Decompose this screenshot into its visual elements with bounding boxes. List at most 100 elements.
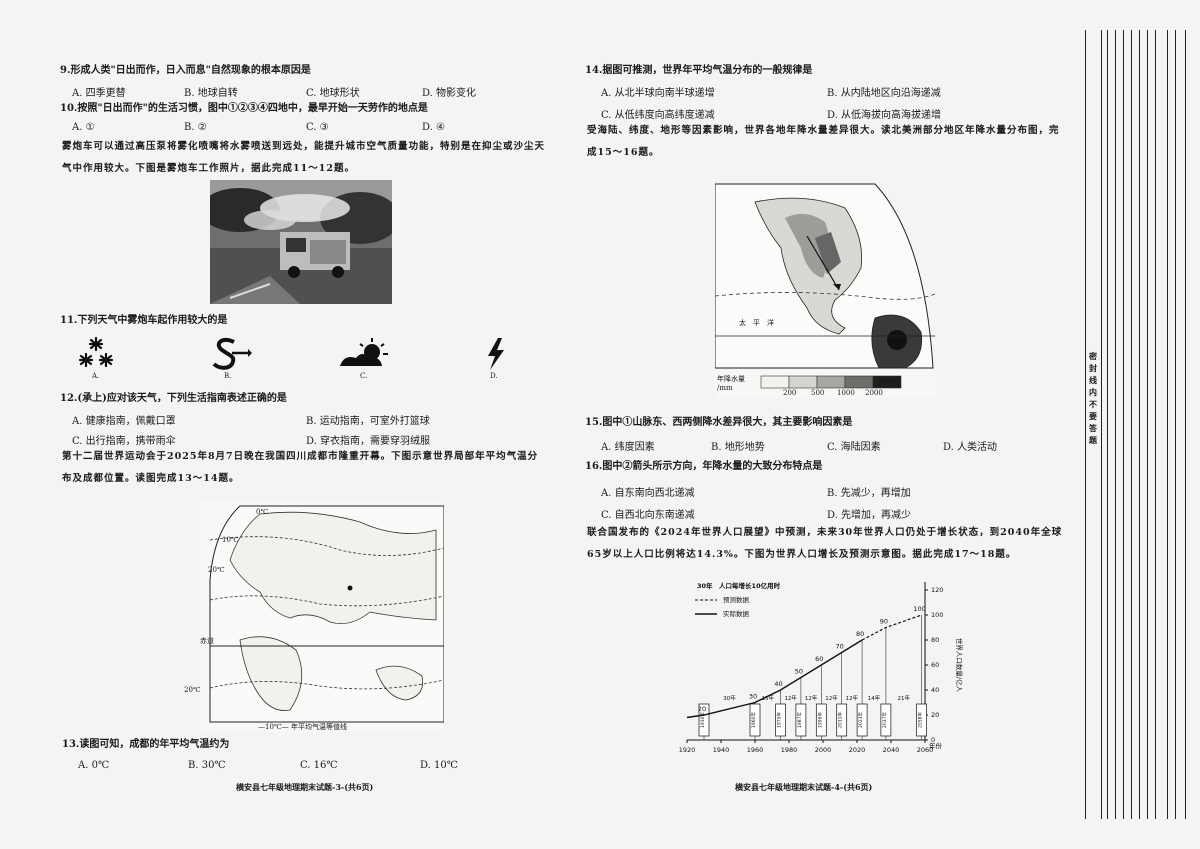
year-box [749, 703, 761, 737]
isotherm-10-label: 10℃ [222, 536, 239, 544]
gap-label: 12年 [825, 694, 838, 702]
year-box [795, 703, 807, 737]
option-b: B. 先减少，再增加 [827, 488, 911, 499]
question-10: 10.按照"日出而作"的生活习惯，图中①②③④四地中，最早开始一天劳作的地点是 [60, 103, 428, 114]
x-tick-label: 2020 [849, 746, 866, 754]
year-box-label: 1987年 [796, 712, 803, 728]
gap-label: 14年 [868, 694, 881, 702]
gap-label: 21年 [898, 694, 911, 702]
year-box-label: 2058年 [917, 712, 924, 728]
legend-actual: 实际数据 [723, 609, 750, 618]
option-c: C. 从低纬度向高纬度递减 [601, 110, 715, 121]
intro-17-18: 联合国发布的《2024年世界人口展望》中预测，未来30年世界人口仍处于增长状态，… [587, 527, 1063, 560]
option-d-weather: D. [480, 336, 510, 386]
option-a-weather: A. [76, 336, 116, 386]
point-label: 50 [795, 668, 803, 676]
snow-icon [78, 336, 114, 368]
point-label: 60 [815, 655, 823, 663]
option-d: D. ④ [422, 122, 445, 133]
option-b-weather: B. [208, 336, 252, 386]
legend-tick-500: 500 [811, 389, 825, 397]
legend-tick-1000: 1000 [837, 389, 855, 397]
binding-line [1155, 30, 1156, 819]
year-box [815, 703, 827, 737]
gap-label: 12年 [805, 694, 818, 702]
y-tick-label: 100 [931, 611, 943, 619]
isotherm-0-label: 0℃ [256, 508, 269, 516]
option-c: C. 地球形状 [306, 88, 360, 99]
legend-tick-200: 200 [783, 389, 797, 397]
option-a: A. 自东南向西北递减 [601, 488, 695, 499]
option-a-label: A. [92, 372, 100, 380]
binding-line [1101, 30, 1102, 819]
y-tick-label: 80 [931, 636, 939, 644]
point-label: 80 [856, 630, 864, 638]
x-tick-label: 2060 [917, 746, 934, 754]
binding-line [1139, 30, 1140, 819]
left-page: 9.形成人类"日出而作，日入而息"自然现象的根本原因是 A. 四季更替 B. 地… [0, 0, 560, 849]
option-a: A. 健康指南，佩戴口罩 [72, 416, 176, 427]
legend-unit: /mm [717, 384, 733, 392]
chart-title: 30年 人口每增长10亿用时 [697, 581, 781, 590]
actual-series-line [686, 639, 863, 719]
option-c-weather: C. [336, 336, 392, 386]
year-box-label: 2023年 [857, 712, 864, 728]
year-box-label: 1999年 [816, 712, 823, 728]
point-label: 20 [698, 705, 706, 713]
point-label: 30 [749, 693, 757, 701]
binding-line [1085, 30, 1086, 819]
option-d: D. 先增加，再减少 [827, 510, 912, 521]
question-11: 11.下列天气中雾炮车起作用较大的是 [60, 315, 228, 326]
legend-tick-2000: 2000 [865, 389, 883, 397]
y-tick-label: 60 [931, 661, 939, 669]
year-box [880, 703, 892, 737]
option-b: B. 地形地势 [711, 442, 765, 453]
binding-notice: 密封线内不要答题 [1089, 350, 1099, 446]
option-c: C. ③ [306, 122, 329, 133]
option-b: B. 30℃ [188, 760, 226, 771]
x-axis-label: 年份 [929, 741, 943, 750]
isotherm-20-south-label: 20℃ [184, 686, 201, 694]
binding-line [1123, 30, 1124, 819]
x-tick-label: 1940 [713, 746, 730, 754]
year-box [856, 703, 868, 737]
question-13: 13.读图可知，成都的年平均气温约为 [62, 739, 230, 750]
point-label: 100 [913, 605, 925, 613]
year-box-label: 1975年 [776, 712, 783, 728]
precipitation-map: 太 平 洋 年降水量 /mm 200 500 1000 2000 [714, 178, 936, 398]
question-9: 9.形成人类"日出而作，日入而息"自然现象的根本原因是 [60, 65, 311, 76]
option-a: A. 四季更替 [72, 88, 126, 99]
option-b: B. 从内陆地区向沿海递减 [827, 88, 941, 99]
option-a: A. 从北半球向南半球递增 [601, 88, 715, 99]
year-box [698, 703, 710, 737]
binding-line [1175, 30, 1176, 819]
option-b: B. ② [184, 122, 207, 133]
lightning-icon [488, 338, 504, 370]
forecast-series-line [861, 614, 922, 641]
x-tick-label: 1980 [781, 746, 798, 754]
binding-line [1185, 30, 1186, 819]
intro-13-14: 第十二届世界运动会于2025年8月7日晚在我国四川成都市隆重开幕。下图示意世界局… [62, 451, 539, 484]
year-box [775, 703, 786, 737]
option-b: B. 运动指南，可室外打篮球 [306, 416, 430, 427]
binding-strip: 密封线内不要答题 [1075, 0, 1200, 849]
page-footer: 横安县七年级地理期末试题-4-(共6页) [735, 782, 873, 792]
legend-forecast: 预测数据 [723, 595, 750, 604]
y-axis-label: 世界人口数量/亿人 [955, 638, 964, 693]
intro-15-16: 受海陆、纬度、地形等因素影响，世界各地年降水量差异很大。读北美洲部分地区年降水量… [587, 125, 1060, 158]
y-tick-label: 20 [931, 711, 939, 719]
option-a: A. 纬度因素 [601, 442, 655, 453]
gap-label: 15年 [762, 694, 775, 702]
year-box [836, 703, 848, 737]
option-b: B. 地球自转 [184, 88, 238, 99]
option-d: D. 从低海拔向高海拔递增 [827, 110, 942, 121]
fog-cannon-photo [210, 180, 392, 304]
intro-11-12: 雾炮车可以通过高压泵将雾化喷嘴将水雾喷送到远处，能提升城市空气质量功能，特别是在… [62, 141, 546, 174]
question-16: 16.图中②箭头所示方向，年降水量的大致分布特点是 [585, 461, 823, 472]
binding-line [1107, 30, 1108, 819]
map-legend: —10℃— 年平均气温等值线 [258, 723, 347, 731]
point-label: 70 [836, 643, 844, 651]
y-tick-label: 120 [931, 586, 943, 594]
